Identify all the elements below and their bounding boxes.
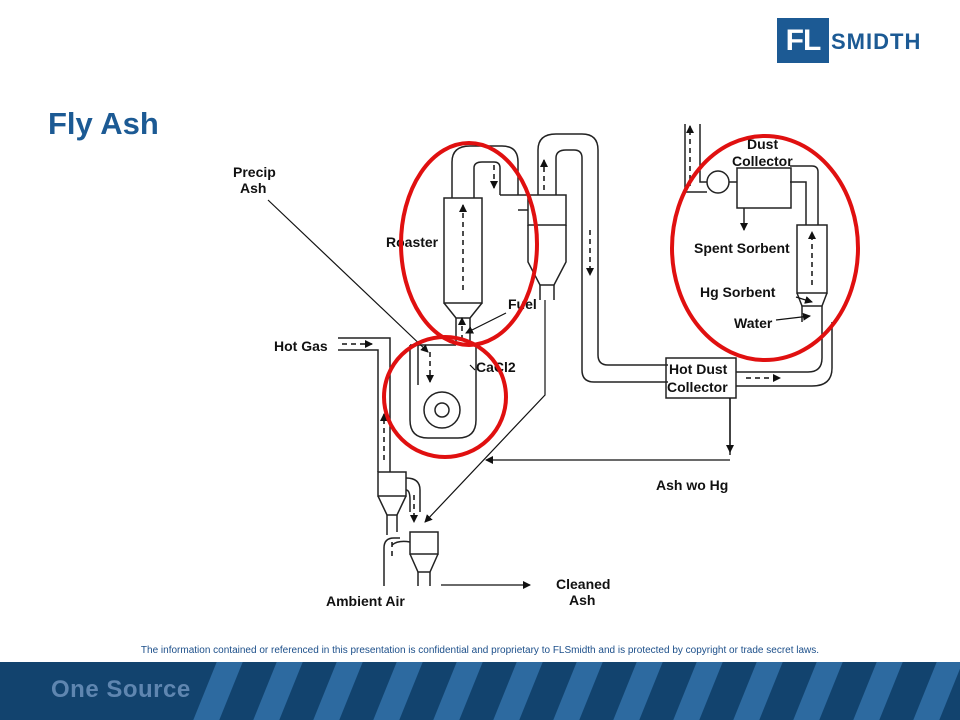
- confidentiality-disclaimer: The information contained or referenced …: [140, 645, 820, 656]
- footer-stripe: [853, 662, 903, 720]
- footer-stripe: [913, 662, 960, 720]
- highlight-roaster: [399, 141, 539, 347]
- label-hg-sorbent: Hg Sorbent: [700, 284, 776, 300]
- footer-stripe: [193, 662, 243, 720]
- footer-band: One Source: [0, 662, 960, 720]
- label-hot-dust-collector-1: Hot Dust: [669, 361, 728, 377]
- roaster-top-neck: [451, 145, 519, 198]
- label-spent-sorbent: Spent Sorbent: [694, 240, 790, 256]
- roaster-cone: [443, 302, 483, 319]
- hot-dust-collector: [665, 357, 737, 399]
- footer-stripe: [313, 662, 363, 720]
- label-cleaned-ash-1: Cleaned: [556, 576, 610, 592]
- footer-stripe: [373, 662, 423, 720]
- mixer-rotor: [423, 391, 461, 429]
- footer-stripe: [433, 662, 483, 720]
- footer-stripe: [673, 662, 723, 720]
- label-hot-dust-collector-2: Collector: [667, 379, 728, 395]
- label-roaster: Roaster: [386, 234, 439, 250]
- logo-fl-box: FL: [777, 18, 829, 63]
- roaster-vessel: [443, 197, 483, 304]
- label-ash-wo-hg: Ash wo Hg: [656, 477, 728, 493]
- highlight-sorbent-section: [670, 134, 860, 362]
- dust-collector: [736, 167, 792, 209]
- hot-gas-duct: [338, 337, 391, 472]
- highlight-mixer: [382, 335, 508, 459]
- cyclone-3: [409, 531, 439, 555]
- cyclone-2: [377, 471, 407, 497]
- footer-stripe: [493, 662, 543, 720]
- label-hot-gas: Hot Gas: [274, 338, 328, 354]
- footer-tagline: One Source: [51, 676, 191, 703]
- footer-stripe: [793, 662, 843, 720]
- footer-stripe: [253, 662, 303, 720]
- cyclone-1: [527, 194, 567, 226]
- sorbent-reactor: [796, 224, 828, 294]
- page-title: Fly Ash: [48, 106, 159, 141]
- mixer-housing: [409, 344, 477, 439]
- label-cleaned-ash-2: Ash: [569, 592, 595, 608]
- footer-stripe: [553, 662, 603, 720]
- label-precip-ash-1: Precip: [233, 164, 276, 180]
- label-dust-collector-1: Dust: [747, 136, 778, 152]
- fan: [706, 170, 730, 194]
- footer-stripe: [613, 662, 663, 720]
- label-precip-ash-2: Ash: [240, 180, 266, 196]
- label-water: Water: [734, 315, 773, 331]
- logo-smidth-text: SMIDTH: [831, 29, 922, 54]
- flsmidth-logo: FL SMIDTH: [777, 18, 943, 63]
- footer-stripe: [733, 662, 783, 720]
- label-dust-collector-2: Collector: [732, 153, 793, 169]
- label-ambient-air: Ambient Air: [326, 593, 405, 609]
